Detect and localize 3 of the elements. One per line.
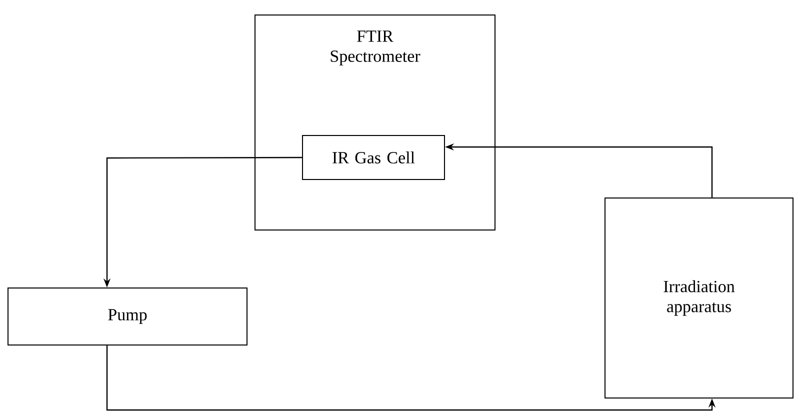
pump-box: Pump (8, 287, 248, 346)
apparatus-box: Irradiation apparatus (604, 198, 794, 398)
gas-cell-box: IR Gas Cell (302, 134, 445, 180)
